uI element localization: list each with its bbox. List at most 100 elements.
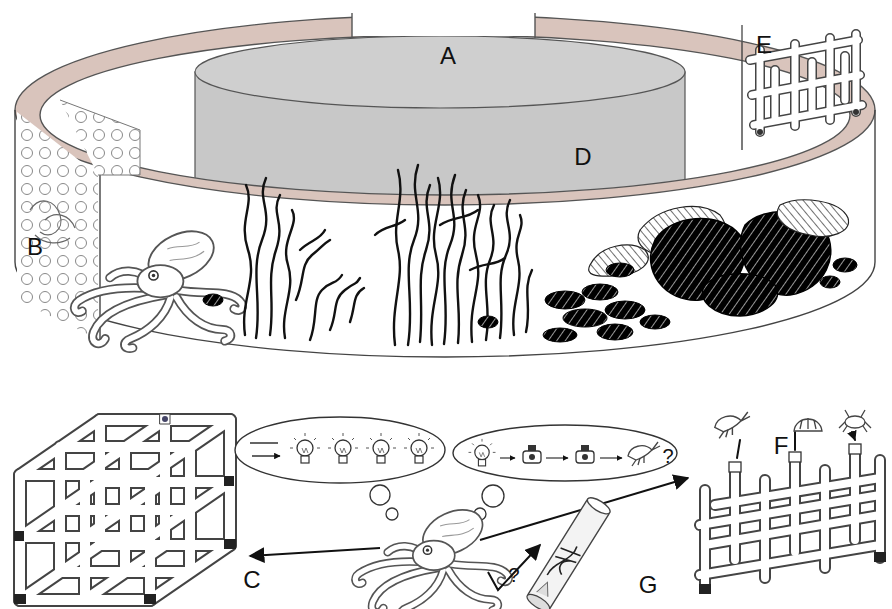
seaweed-part [431,178,440,345]
puzzle-tube-part [526,497,611,609]
seaweed-part [440,210,478,225]
question-mark: ? [662,446,673,466]
seaweed [244,165,532,345]
puzzle-tube-part [585,495,612,517]
tank-rim [15,10,875,205]
feeder-lattice-part [849,444,861,454]
rocks [203,200,857,342]
callout-letter: G [639,573,658,597]
rocks-part [702,274,777,316]
rocks-part [606,263,634,277]
seaweed-part [457,190,466,343]
callout-letter: F [774,434,789,458]
food-items-part [794,418,822,431]
pipe-lattice-part [853,109,859,115]
rocks-part [640,315,670,329]
pipe-lattice-part [750,34,862,132]
pipe-cube-part [224,476,234,486]
thought-bubble-part [523,445,541,463]
rocks-part [833,258,857,272]
pipe-cube-part [144,594,156,604]
thought-bubble-part [469,439,496,466]
pipe-cube-part [20,420,230,600]
food-items-part-part [845,416,865,428]
puzzle-tube [525,495,613,609]
seaweed-part [270,195,280,335]
puzzle-tube-part [545,540,584,585]
rocks-part [820,276,840,288]
seaweed-part [444,175,455,344]
callout-letter: B [27,235,43,259]
feeder-lattice-part [874,552,886,562]
rocks-part [605,301,645,319]
octopus [74,222,242,349]
tank-wall [15,42,875,357]
callout-letter: C [243,568,260,592]
rocks-part [563,309,607,327]
thought-bubble-part [370,485,390,505]
seaweed-part [256,178,266,338]
puzzle-tube-part [537,580,555,598]
seaweed-part [310,275,342,340]
thought-bubble-part [386,508,398,520]
choice-arrows-part [488,545,540,590]
thought-bubble-part [576,445,594,463]
choice-arrows [250,478,688,590]
feeder-lattice [699,432,886,594]
thought-bubble-part [366,433,396,463]
thought-bubble-part [600,457,622,458]
inner-cylinder-part [195,36,685,108]
seaweed-part [470,258,505,270]
thought-bubble-part [404,433,434,463]
seaweed-part [284,210,294,338]
rocks-part [582,284,618,300]
seaweed-part [330,278,360,330]
pipe-lattice [750,34,862,135]
tank-rim-part [352,13,742,42]
pipe-cube-part [162,416,168,422]
feeder-lattice-part [789,452,801,462]
feeder-lattice-part [729,462,741,472]
seaweed-part [420,185,430,342]
rocks-part [203,294,223,306]
choice-arrows-part [250,548,380,556]
thought-bubble-part [290,433,320,463]
pipe-cube-part [160,414,170,424]
tank-rim-part [352,10,535,36]
seaweed-part [394,170,400,345]
thought-bubble-part [546,457,568,458]
tank-rim-part [15,15,875,205]
callout-letter: A [440,44,456,68]
thought-bubble-part [628,442,660,466]
pipe-cube-part [224,539,236,549]
pipe-cube-part [14,594,26,604]
food-items-part-part [794,419,822,431]
feeder-lattice-part [737,432,855,458]
rocks-part [597,324,633,340]
food-items [715,410,871,438]
rocks-part [543,328,577,342]
feeder-lattice-part [699,584,711,594]
rocks-part [478,316,498,328]
thought-bubble [235,417,677,520]
thought-bubble-part [235,417,445,483]
food-items-part-part [800,418,816,429]
callout-letter: E [756,33,772,57]
thought-bubble-part [328,433,358,463]
food-items-part [715,412,750,438]
pipe-cube-part [14,531,24,541]
rocks-part [777,200,848,237]
octopus [355,501,508,609]
thought-bubble-part [250,443,280,456]
pipe-cube [14,414,236,604]
callout-letter: D [574,145,591,169]
seaweed-part [513,215,521,335]
seaweed-part [300,230,325,250]
seaweed-part [375,220,405,235]
seaweed-part [526,270,532,332]
rocks-part [545,291,585,309]
seaweed-part [500,200,510,338]
thought-bubble-part [453,425,677,481]
